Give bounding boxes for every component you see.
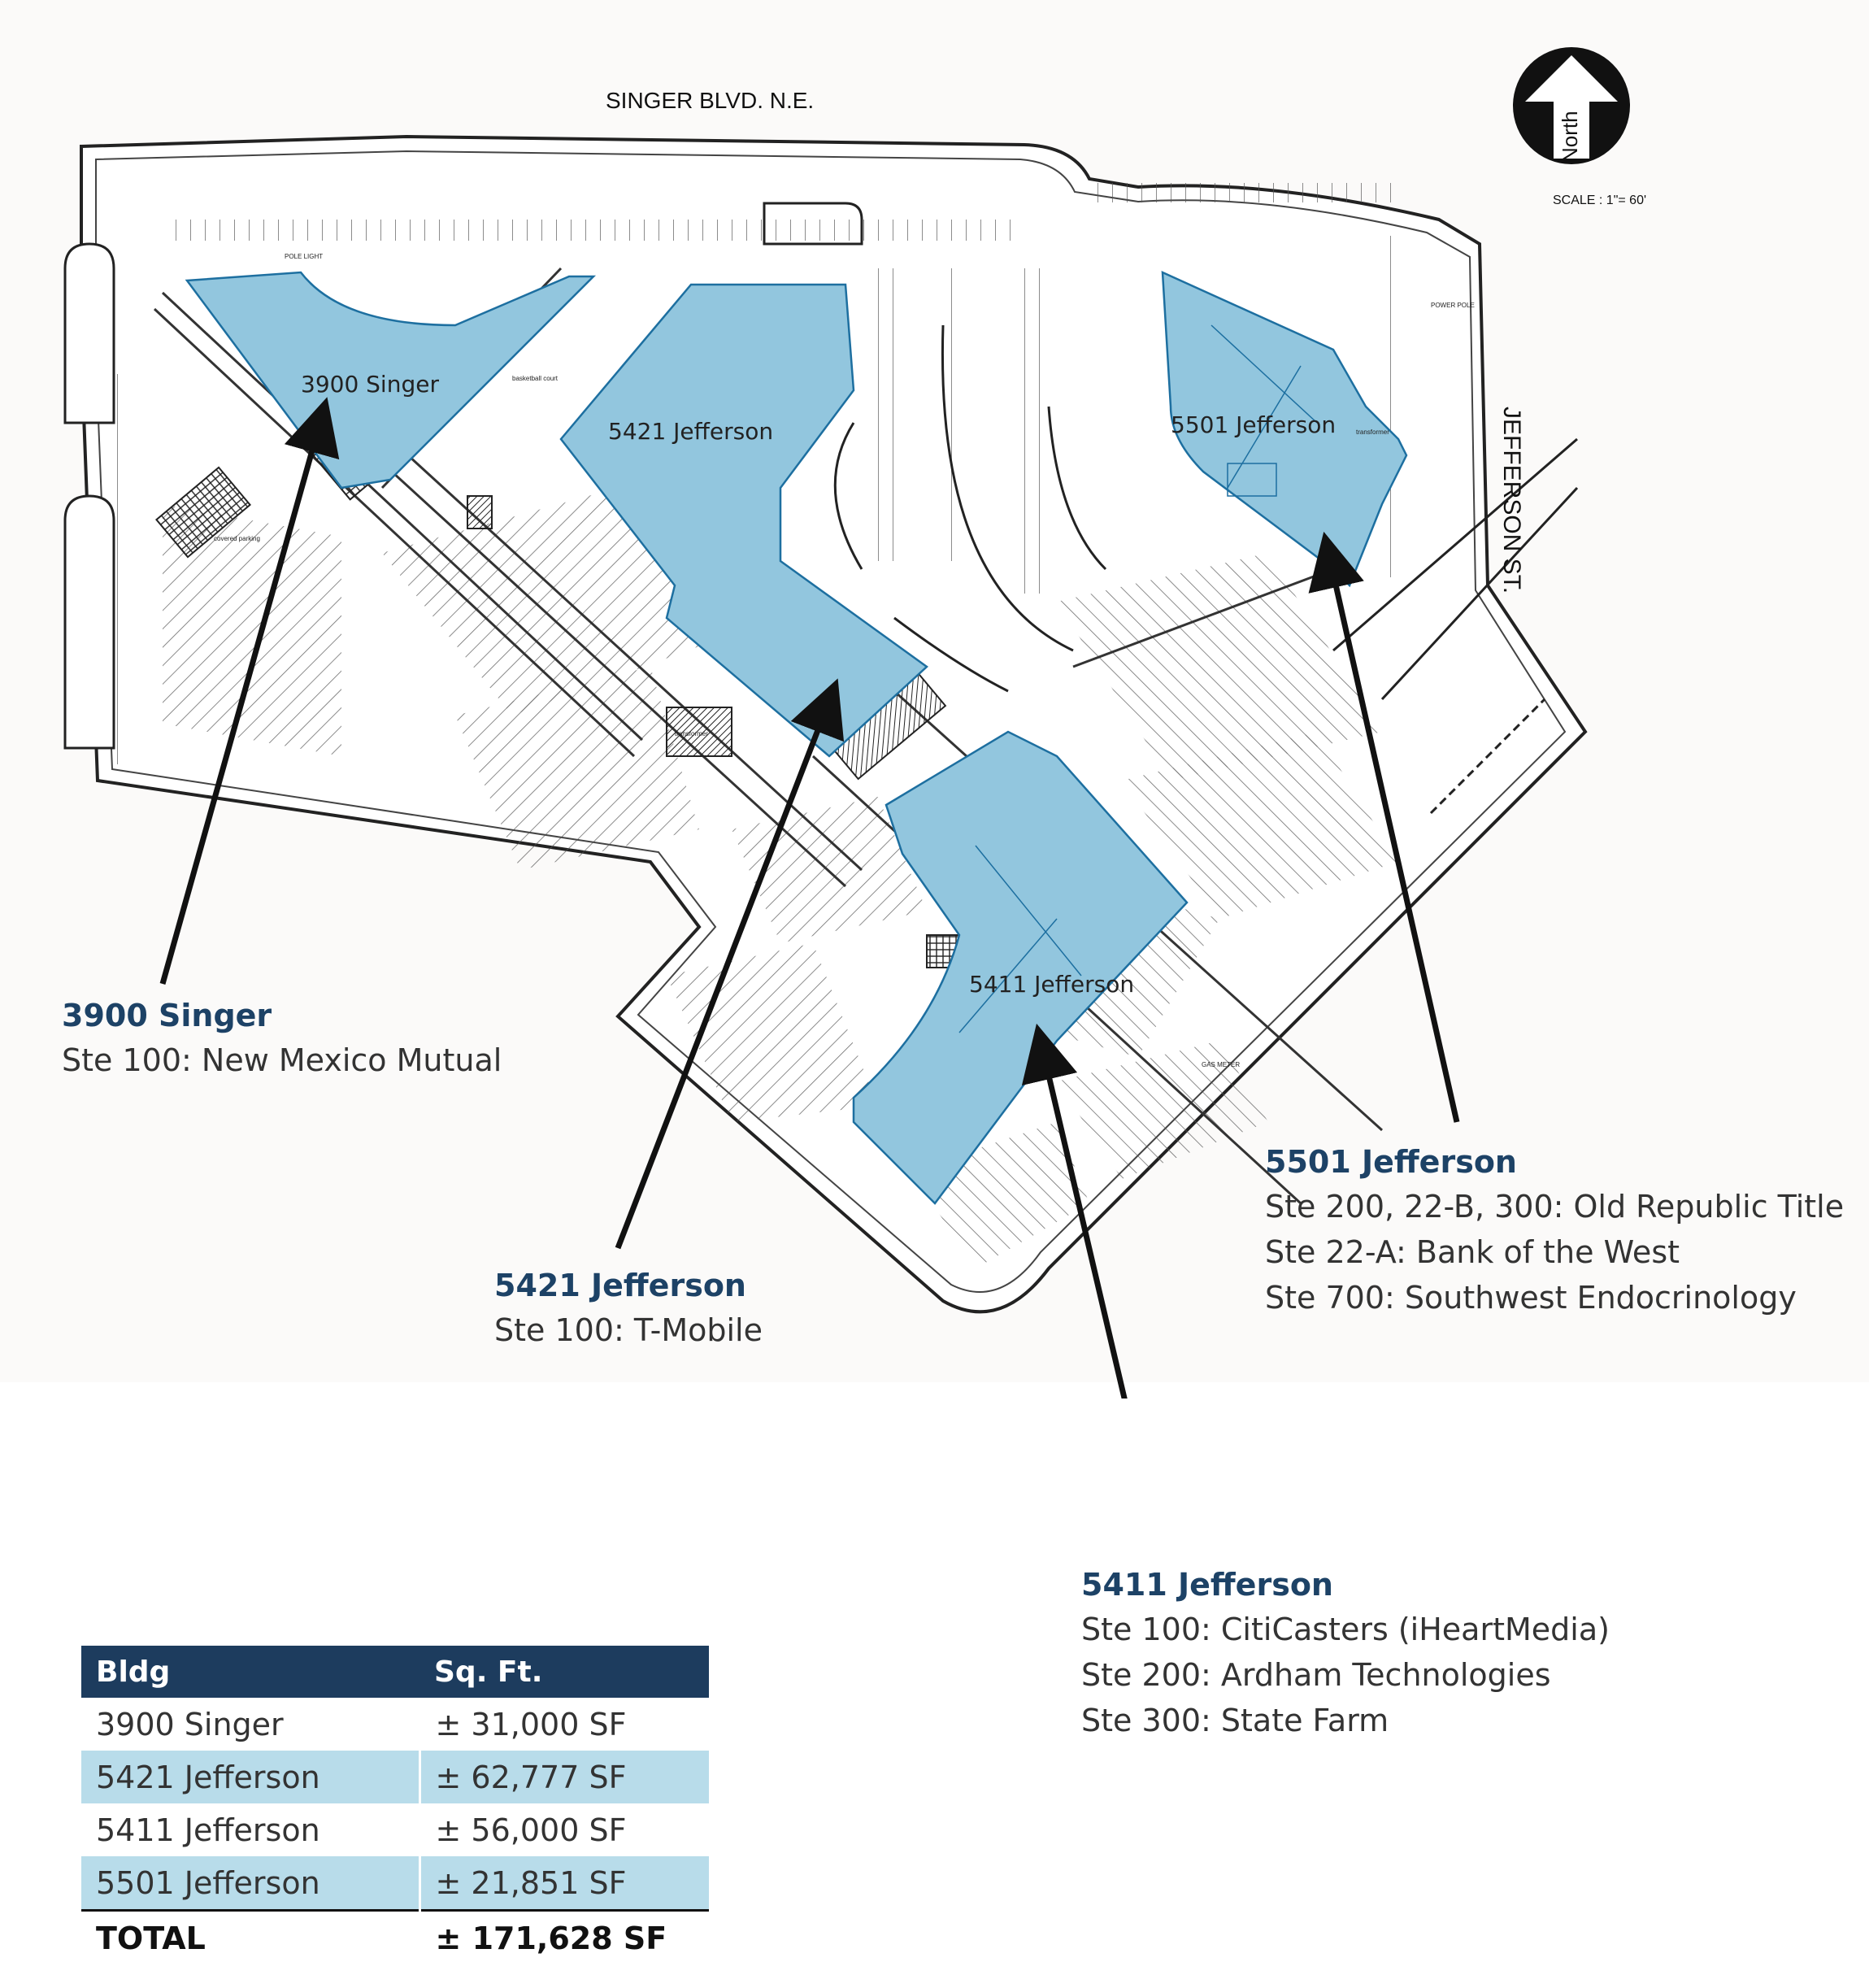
callout-tenant: Ste 22-A: Bank of the West [1265,1234,1680,1270]
callout-arrows [159,397,1460,1399]
callout-tenant: Ste 200, 22-B, 300: Old Republic Title [1265,1189,1845,1225]
dumpster-hatch [467,495,493,529]
callout-tenant: Ste 100: New Mexico Mutual [62,1042,502,1078]
building-internal-lines [958,324,1318,1033]
callout-3900-singer: 3900 Singer Ste 100: New Mexico Mutual [62,994,502,1083]
callout-5421-jefferson: 5421 Jefferson Ste 100: T-Mobile [494,1264,763,1353]
table-row: 5411 Jefferson ± 56,000 SF [81,1803,709,1856]
north-arrow-icon: North [1513,47,1630,164]
map-label-5411-jefferson: 5411 Jefferson [969,971,1134,998]
cell-bldg: 3900 Singer [81,1698,421,1751]
table-total-row: TOTAL ± 171,628 SF [81,1909,709,1964]
square-footage-table: Bldg Sq. Ft. 3900 Singer ± 31,000 SF 542… [81,1646,709,1964]
svg-text:North: North [1558,111,1582,163]
map-scale: SCALE : 1"= 60' [1553,194,1646,207]
building-3900-singer [185,271,597,489]
callout-title: 5421 Jefferson [494,1268,746,1303]
table-row: 3900 Singer ± 31,000 SF [81,1698,709,1751]
cell-sqft: ± 31,000 SF [435,1706,627,1742]
map-label-5501-jefferson: 5501 Jefferson [1171,411,1336,438]
total-sqft: ± 171,628 SF [419,1909,709,1964]
table-row: 5421 Jefferson ± 62,777 SF [81,1751,709,1803]
site-plan-map: 3900 Singer 5421 Jefferson 5411 Jefferso… [63,47,1647,1399]
arrow-5421-jefferson [615,678,845,1250]
arrow-5501-jefferson [1308,531,1460,1123]
callout-title: 5501 Jefferson [1265,1144,1517,1180]
cell-bldg: 5421 Jefferson [81,1751,421,1803]
label-transformer-a: transformer [675,730,708,737]
transformer-pad [666,707,732,757]
label-pole-light: POLE LIGHT [285,253,323,260]
drive-islands [63,202,1579,815]
cell-sqft: ± 62,777 SF [419,1751,709,1803]
cell-sqft: ± 56,000 SF [435,1812,627,1848]
building-5501-jefferson [1161,271,1408,588]
table-header-row: Bldg Sq. Ft. [81,1646,709,1698]
callout-tenant: Ste 200: Ardham Technologies [1081,1657,1551,1693]
callout-tenant: Ste 300: State Farm [1081,1703,1389,1738]
label-gas-meter: GAS METER [1202,1061,1240,1068]
label-basketball-court: basketball court [512,375,559,382]
label-power-pole: POWER POLE [1431,302,1475,309]
site-boundary-inner [95,150,1567,1293]
cell-bldg: 5411 Jefferson [81,1803,421,1856]
building-5411-jefferson [852,730,1189,1205]
map-label-5421-jefferson: 5421 Jefferson [608,418,773,445]
total-label: TOTAL [81,1909,421,1964]
covered-parking [155,466,251,559]
callout-5501-jefferson: 5501 Jefferson Ste 200, 22-B, 300: Old R… [1265,1140,1844,1320]
cell-bldg: 5501 Jefferson [81,1856,421,1911]
header-bldg: Bldg [81,1646,419,1698]
callout-title: 3900 Singer [62,998,272,1033]
header-sqft: Sq. Ft. [419,1646,709,1698]
label-covered-parking: covered parking [214,535,260,542]
building-5421-jefferson [559,283,928,758]
arrow-5411-jefferson [1021,1023,1128,1399]
table-row: 5501 Jefferson ± 21,851 SF [81,1856,709,1911]
arrow-3900-singer [159,397,340,985]
map-label-3900-singer: 3900 Singer [301,371,439,398]
label-transformer-b: transformer [1356,428,1389,436]
callout-5411-jefferson: 5411 Jefferson Ste 100: CitiCasters (iHe… [1081,1563,1610,1743]
callout-tenant: Ste 100: T-Mobile [494,1312,763,1348]
callout-tenant: Ste 700: Southwest Endocrinology [1265,1280,1797,1316]
building-footprints [185,271,1408,1205]
callout-tenant: Ste 100: CitiCasters (iHeartMedia) [1081,1612,1610,1647]
street-label-jefferson: JEFFERSON ST. [1498,407,1525,594]
cell-sqft: ± 21,851 SF [419,1856,709,1911]
callout-title: 5411 Jefferson [1081,1567,1333,1603]
street-label-singer: SINGER BLVD. N.E. [606,88,814,113]
